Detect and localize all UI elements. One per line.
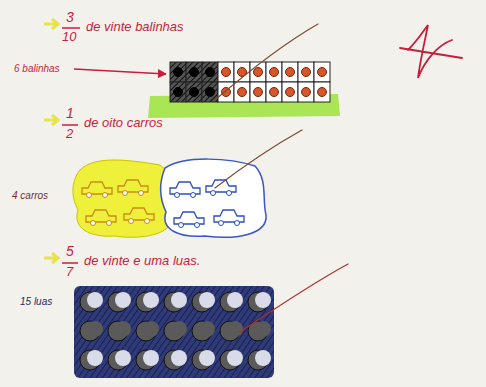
moon-drawing (192, 321, 215, 341)
exercise-text: 3 (66, 10, 74, 25)
moon-drawing (80, 292, 103, 312)
moon-drawing (220, 292, 243, 312)
bullet-arrow (44, 19, 58, 263)
candy-cell (314, 82, 330, 102)
exercise-text: de vinte e uma luas. (84, 254, 200, 268)
moon-drawing (80, 350, 103, 370)
cars (82, 180, 244, 228)
moon-drawing (136, 292, 159, 312)
moon-drawing (164, 350, 187, 370)
candy-cell (218, 82, 234, 102)
candy-cell (282, 82, 298, 102)
moon-drawing (136, 321, 159, 341)
candy-cell (186, 62, 202, 82)
car-drawing (206, 180, 236, 196)
moon-drawing (220, 321, 243, 341)
moon-drawing (192, 350, 215, 370)
moon-drawing (192, 292, 215, 312)
candy-cell (234, 82, 250, 102)
yellow-region (73, 160, 172, 237)
car-drawing (124, 208, 154, 224)
answer-label: 6 balinhas (14, 63, 60, 74)
answer-label: 15 luas (20, 296, 52, 307)
candy-grid (170, 62, 330, 102)
car-drawing (82, 182, 112, 198)
moon-drawing (136, 350, 159, 370)
candy-cell (170, 82, 186, 102)
candy-cell (298, 82, 314, 102)
moon-drawing (164, 321, 187, 341)
candy-cell (266, 82, 282, 102)
candy-cell (298, 62, 314, 82)
exercise-text: 5 (66, 244, 74, 259)
moon-drawing (164, 292, 187, 312)
candy-cell (282, 62, 298, 82)
exercise-text: 7 (66, 265, 73, 279)
car-drawing (86, 210, 116, 226)
candy-cell (266, 62, 282, 82)
candy-cell (218, 62, 234, 82)
answer-label: 4 carros (12, 190, 48, 201)
exercise-text: de vinte balinhas (86, 20, 184, 34)
moon-drawing (80, 321, 103, 341)
exercise-text: 2 (66, 127, 73, 141)
candy-cell (170, 62, 186, 82)
exercise-text: 10 (62, 30, 76, 44)
moon-drawing (220, 350, 243, 370)
candy-cell (314, 62, 330, 82)
moon-drawing (108, 321, 131, 341)
candy-cell (234, 62, 250, 82)
blue-region (161, 159, 266, 237)
candy-cell (202, 62, 218, 82)
leader-arrow (74, 69, 166, 74)
fraction-bar (62, 28, 80, 263)
moon-drawing (248, 350, 271, 370)
candy-cell (186, 82, 202, 102)
exercise-text: 1 (66, 106, 74, 121)
moon-drawing (248, 292, 271, 312)
exercise-text: de oito carros (84, 116, 163, 130)
car-drawing (174, 212, 204, 228)
teacher-mark (215, 24, 462, 332)
car-drawing (118, 180, 148, 196)
car-drawing (170, 182, 200, 198)
moon-drawing (108, 350, 131, 370)
car-drawing (214, 210, 244, 226)
moon-drawing (108, 292, 131, 312)
candy-cell (250, 82, 266, 102)
moon-ground (74, 286, 274, 378)
